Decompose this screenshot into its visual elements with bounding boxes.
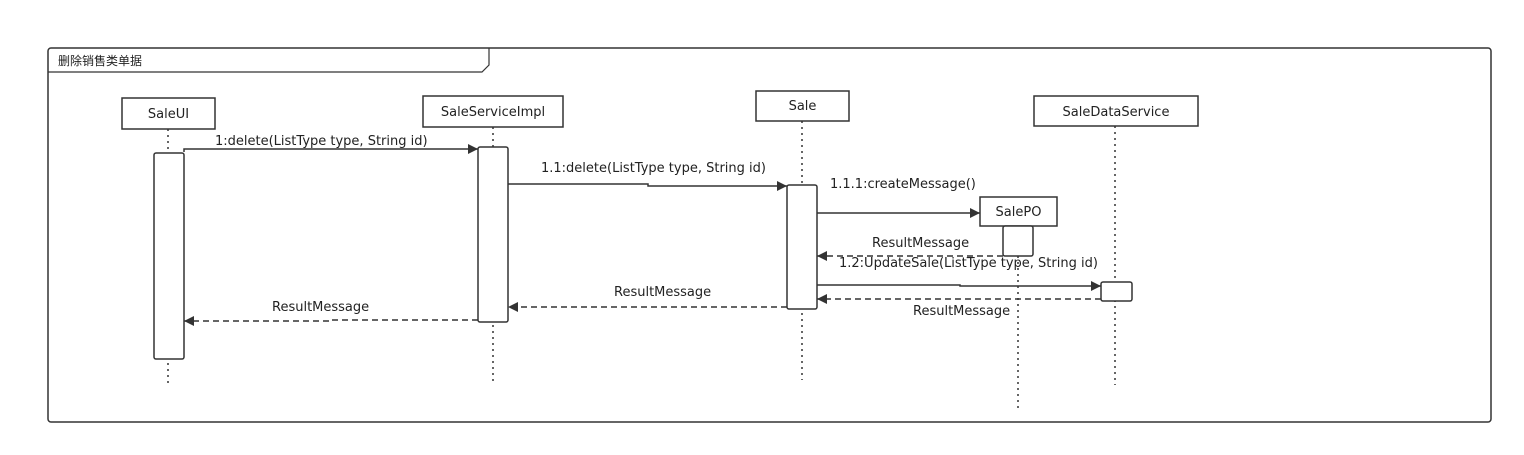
message-label-m8: ResultMessage xyxy=(272,300,369,315)
participant-box xyxy=(121,97,216,130)
message-arrow-m1 xyxy=(183,144,478,154)
participant-sale: Sale xyxy=(755,90,850,122)
activation-saleserviceimpl xyxy=(477,146,509,323)
message-label-m3: 1.1.1:createMessage() xyxy=(830,177,976,192)
message-labels: 1:delete(ListType type, String id) 1.1:d… xyxy=(215,134,1098,319)
participant-label: Sale xyxy=(789,99,817,114)
participant-label: SaleServiceImpl xyxy=(441,105,545,120)
message-arrow-m5 xyxy=(817,281,1101,291)
frame-border xyxy=(47,47,1492,423)
activation-salepo xyxy=(1002,225,1034,257)
frame-tab xyxy=(48,48,490,73)
message-label-m4: ResultMessage xyxy=(872,236,969,251)
message-label-m1: 1:delete(ListType type, String id) xyxy=(215,134,428,149)
participant-box xyxy=(422,95,564,128)
participant-saleui: SaleUI xyxy=(121,97,216,130)
participant-saleserviceimpl: SaleServiceImpl xyxy=(422,95,564,128)
participant-label: SaleUI xyxy=(148,107,189,122)
message-label-m7: ResultMessage xyxy=(614,285,711,300)
message-label-m2: 1.1:delete(ListType type, String id) xyxy=(541,161,766,176)
message-arrow-m2 xyxy=(508,181,787,191)
participant-box xyxy=(1033,95,1199,127)
participant-box xyxy=(755,90,850,122)
participant-label: SalePO xyxy=(996,205,1042,220)
frame-title: 删除销售类单据 xyxy=(58,53,142,68)
activation-sale xyxy=(786,184,818,310)
participant-box xyxy=(979,196,1058,227)
participant-label: SaleDataService xyxy=(1063,105,1170,120)
participant-salepo: SalePO xyxy=(979,196,1058,227)
message-label-m5: 1.2:UpdateSale(ListType type, String id) xyxy=(839,256,1098,271)
activation-saleui xyxy=(153,152,185,360)
message-lines xyxy=(183,144,1101,326)
activations xyxy=(153,146,1133,360)
participant-saledataservice: SaleDataService xyxy=(1033,95,1199,127)
message-label-m6: ResultMessage xyxy=(913,304,1010,319)
message-arrow-m8 xyxy=(184,316,478,326)
activation-saledataservice xyxy=(1100,281,1133,302)
interaction-frame: 删除销售类单据 xyxy=(47,47,1492,423)
